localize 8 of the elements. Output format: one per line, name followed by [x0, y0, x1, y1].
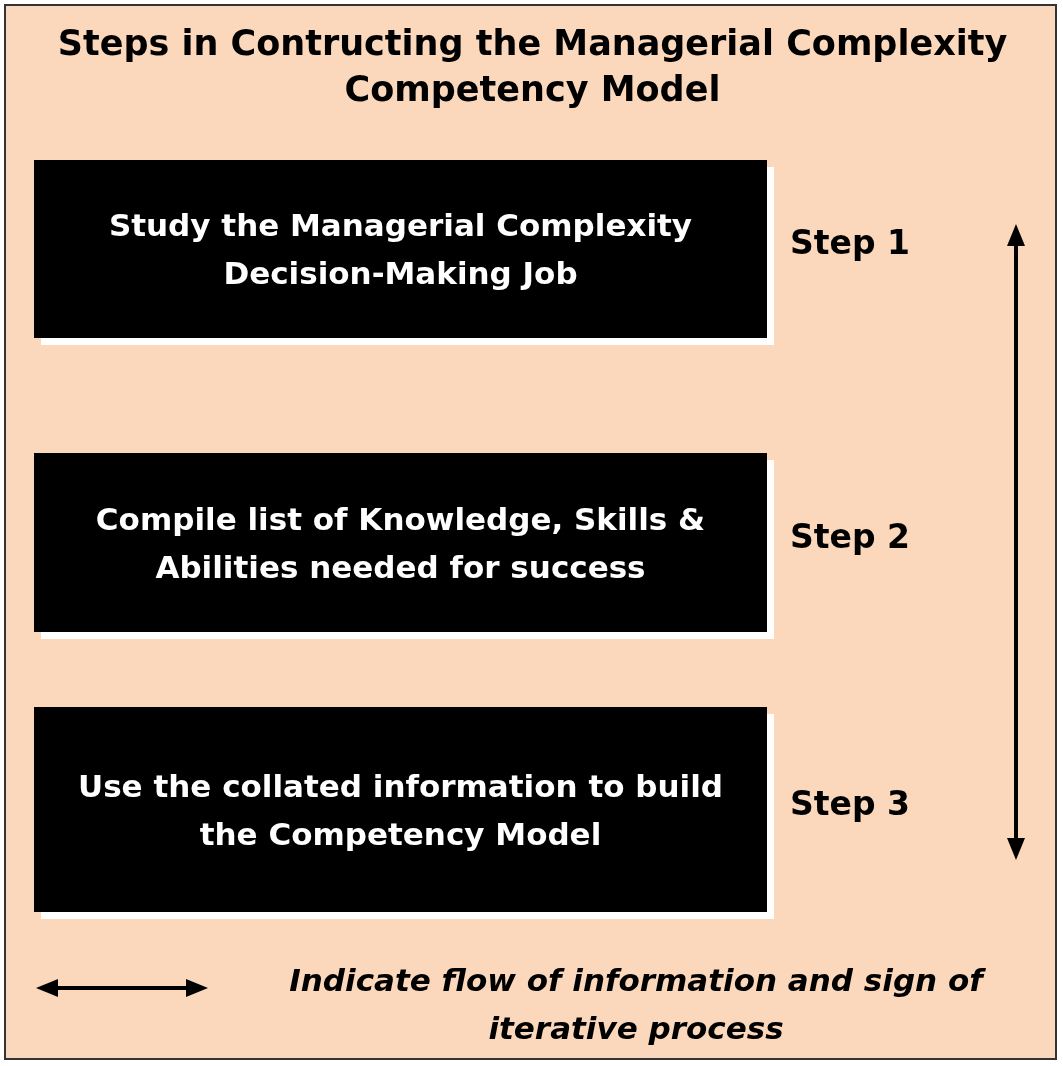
legend-text: Indicate flow of information and sign of iterative process [246, 956, 1026, 1052]
box-text: Use the collated information to build the Competency Model [77, 766, 724, 854]
step-label: Step 1 [790, 223, 910, 262]
step-label: Step 2 [790, 516, 910, 556]
diagram-title: Steps in Contructing the Managerial Complexity Competency Model [56, 22, 1009, 111]
step-label: Step 3 [790, 783, 910, 823]
box-text: Compile list of Knowledge, Skills & Abilities needed for success [94, 499, 707, 587]
box-text: Study the Managerial Complexity Decision-Making Job [107, 206, 694, 293]
